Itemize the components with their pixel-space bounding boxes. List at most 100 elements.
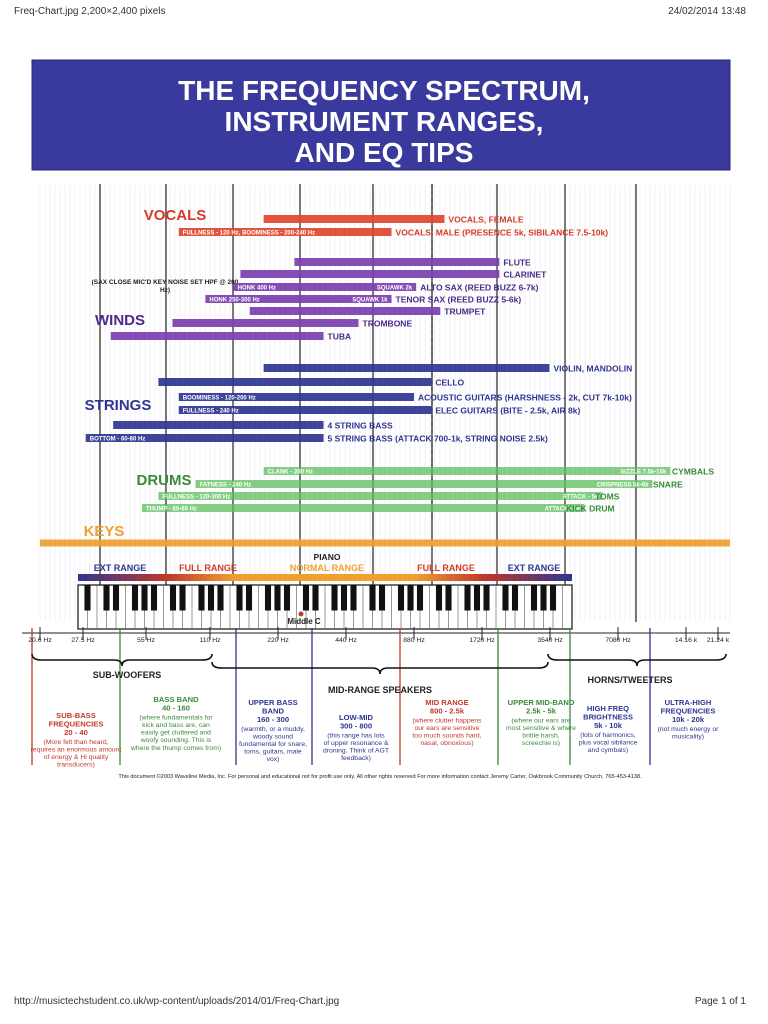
instrument-bar-note: THUMP - 60-80 Hz bbox=[146, 507, 197, 513]
black-key bbox=[141, 585, 148, 611]
instrument-label: TENOR SAX (REED BUZZ 5-6k) bbox=[396, 295, 522, 305]
black-key bbox=[112, 585, 120, 611]
black-key bbox=[274, 585, 281, 611]
black-key bbox=[407, 585, 414, 611]
instrument-label: CELLO bbox=[435, 378, 464, 388]
instrument-bar-note: ATTACK - 5k bbox=[563, 495, 599, 501]
middle-c-marker bbox=[298, 611, 304, 617]
instrument-bar bbox=[205, 295, 392, 303]
black-key bbox=[502, 585, 509, 611]
axis-tick-label: 21.24 k bbox=[707, 637, 730, 644]
instrument-label: VOCALS, MALE (PRESENCE 5k, SIBILANCE 7.5… bbox=[396, 228, 609, 238]
axis-tick-label: 3540 Hz bbox=[537, 637, 563, 644]
chart-grid bbox=[39, 185, 731, 620]
black-key bbox=[416, 585, 424, 611]
black-key bbox=[217, 585, 224, 611]
section-keys: KEYS bbox=[84, 523, 125, 540]
instrument-bars: VOCALS, FEMALE FULLNESS - 120 Hz, BOOMINE… bbox=[40, 215, 730, 549]
eq-band-range: 20 - 40 bbox=[64, 728, 88, 737]
black-key bbox=[511, 585, 519, 611]
axis-tick-label: 880 Hz bbox=[403, 637, 425, 644]
eq-band-name: BASS BAND bbox=[153, 695, 199, 704]
black-key bbox=[378, 585, 386, 611]
eq-band-range: 5k - 10k bbox=[594, 721, 623, 730]
instrument-bar bbox=[110, 332, 324, 340]
instrument-bar bbox=[178, 228, 392, 236]
instrument-label: TUBA bbox=[328, 332, 352, 342]
instrument-label: CYMBALS bbox=[672, 467, 714, 477]
black-key bbox=[540, 585, 547, 611]
black-key bbox=[549, 585, 557, 611]
black-key bbox=[435, 585, 443, 611]
black-key bbox=[445, 585, 452, 611]
axis-tick-label: 440 Hz bbox=[335, 637, 357, 644]
print-footer-url: http://musictechstudent.co.uk/wp-content… bbox=[14, 996, 340, 1007]
axis-tick-label: 55 Hz bbox=[137, 637, 155, 644]
instrument-bar bbox=[85, 434, 324, 442]
black-key bbox=[397, 585, 405, 611]
horns-brace bbox=[547, 653, 727, 667]
black-key bbox=[198, 585, 205, 611]
black-key bbox=[84, 585, 91, 611]
subwoofers-label: SUB-WOOFERS bbox=[93, 670, 162, 680]
eq-band-range: 40 - 160 bbox=[162, 703, 190, 712]
middle-c-label: Middle C bbox=[287, 617, 321, 626]
black-key bbox=[103, 585, 110, 611]
instrument-bar bbox=[158, 492, 603, 500]
instrument-bar-note: SQUAWK 2k bbox=[377, 286, 413, 292]
instrument-label: TROMBONE bbox=[363, 319, 413, 329]
instrument-label: ALTO SAX (REED BUZZ 6-7k) bbox=[420, 283, 538, 293]
instrument-bar-note: SQUAWK 1k bbox=[352, 298, 388, 304]
piano-label: PIANO bbox=[314, 552, 341, 562]
instrument-bar bbox=[40, 539, 730, 547]
instrument-bar bbox=[178, 393, 414, 401]
print-footer-page: Page 1 of 1 bbox=[694, 996, 746, 1007]
eq-band-name: LOW-MID bbox=[339, 713, 374, 722]
instrument-label: FLUTE bbox=[503, 258, 531, 268]
instrument-bar bbox=[240, 270, 500, 278]
instrument-bar bbox=[233, 283, 417, 291]
instrument-bar-note: ATTACK - 4k bbox=[545, 507, 581, 513]
title-line-2: INSTRUMENT RANGES, bbox=[225, 106, 544, 137]
instrument-label: VOCALS, FEMALE bbox=[448, 215, 523, 225]
instrument-bar bbox=[142, 504, 585, 512]
ext-range-right: EXT RANGE bbox=[508, 563, 561, 573]
black-key bbox=[131, 585, 139, 611]
instrument-bar-note: FULLNESS - 120-300 Hz bbox=[162, 495, 230, 501]
copyright-note: This document ©2003 Waveline Media, Inc.… bbox=[118, 773, 642, 780]
ext-range-left: EXT RANGE bbox=[94, 563, 147, 573]
print-header-file: Freq-Chart.jpg 2,200×2,400 pixels bbox=[14, 6, 166, 17]
instrument-bar bbox=[172, 319, 359, 327]
axis-tick-label: 14.16 k bbox=[675, 637, 698, 644]
instrument-bar-note: SIZZLE 7.5k-10k bbox=[620, 470, 667, 476]
instrument-label: VIOLIN, MANDOLIN bbox=[553, 364, 632, 374]
section-winds: WINDS bbox=[95, 312, 145, 329]
instrument-bar-note: BOTTOM - 60-80 Hz bbox=[90, 437, 146, 443]
black-key bbox=[331, 585, 338, 611]
sax-mic-note: (SAX CLOSE MIC'D KEY NOISE SET HPF @ 200… bbox=[92, 279, 239, 294]
instrument-label: CLARINET bbox=[503, 270, 547, 280]
black-key bbox=[207, 585, 215, 611]
axis-tick-label: 7080 Hz bbox=[605, 637, 631, 644]
instrument-bar bbox=[178, 406, 432, 414]
eq-band-name: UPPER MID-BAND bbox=[508, 698, 575, 707]
horns-label: HORNS/TWEETERS bbox=[587, 675, 672, 685]
instrument-bar bbox=[158, 378, 432, 386]
axis-tick-label: 20.6 Hz bbox=[28, 637, 52, 644]
instrument-label: 5 STRING BASS (ATTACK 700-1k, STRING NOI… bbox=[328, 434, 548, 444]
octave-guides bbox=[99, 184, 637, 622]
instrument-label: TRUMPET bbox=[444, 307, 486, 317]
black-key bbox=[245, 585, 253, 611]
instrument-bar-note: HONK 250-300 Hz bbox=[209, 298, 259, 304]
black-key bbox=[473, 585, 481, 611]
full-range-right: FULL RANGE bbox=[417, 563, 475, 573]
black-key bbox=[264, 585, 272, 611]
print-footer: http://musictechstudent.co.uk/wp-content… bbox=[14, 996, 754, 1010]
instrument-label: TOMS bbox=[595, 492, 620, 502]
instrument-bar-note: FULLNESS - 120 Hz, BOOMINESS - 200-240 H… bbox=[183, 231, 315, 237]
